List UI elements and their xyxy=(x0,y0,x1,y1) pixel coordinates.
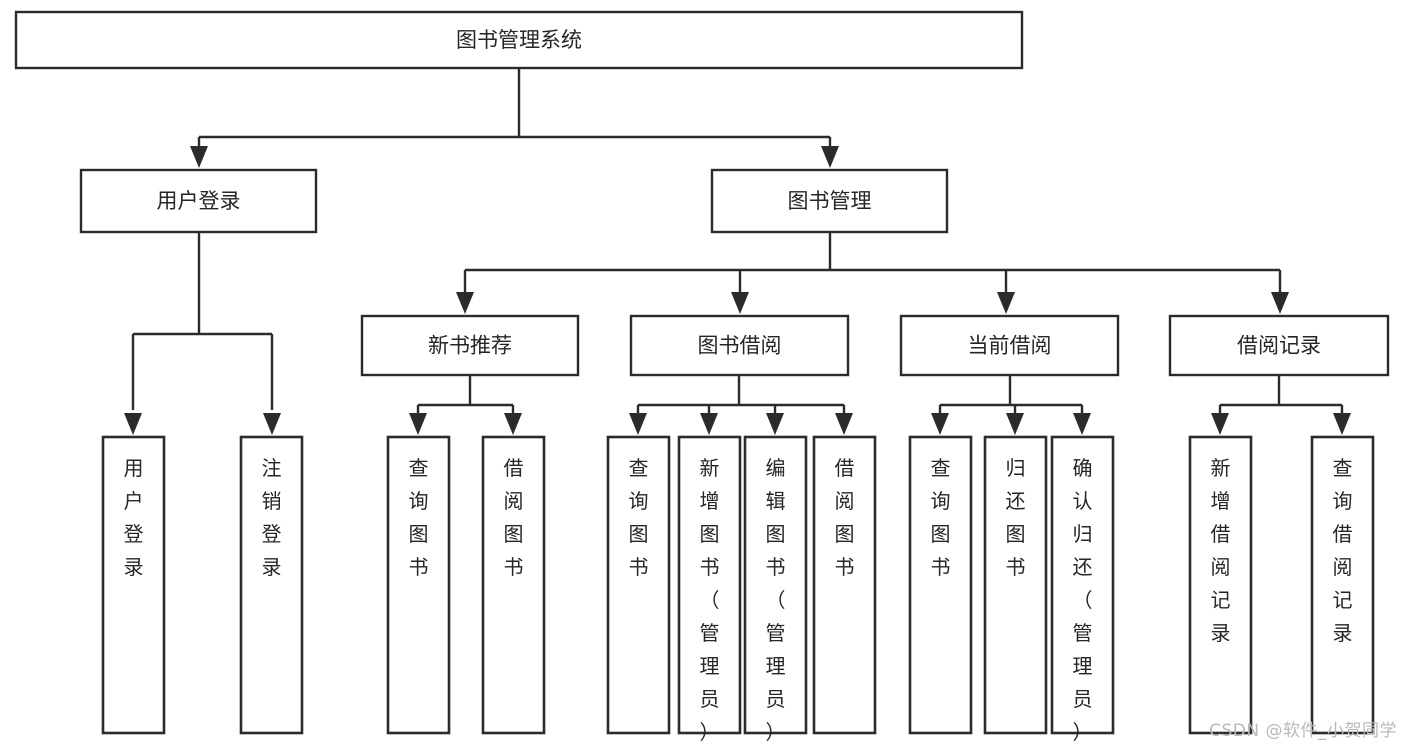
node-leaf-5-新增图书管理员-box[interactable] xyxy=(677,435,742,735)
node-root-图书管理系统[interactable]: 图书管理系统 xyxy=(14,10,1024,70)
node-leaf-7-借阅图书[interactable]: 借阅图书 xyxy=(812,435,877,735)
node-l2-图书管理-box[interactable] xyxy=(710,168,949,234)
arrow-to-leaf-9 xyxy=(931,413,949,435)
node-l3-图书借阅[interactable]: 图书借阅 xyxy=(629,314,850,377)
arrow-to-leaf-4 xyxy=(504,413,522,435)
node-leaf-10-确认归还管理员[interactable]: 确认归还（管理员） xyxy=(1050,435,1115,744)
arrow-to-leaf-3 xyxy=(409,413,427,435)
node-leaf-1-注销登录-box[interactable] xyxy=(239,435,304,735)
node-leaf-4-查询图书-box[interactable] xyxy=(606,435,671,735)
node-leaf-11-新增借阅记录[interactable]: 新增借阅记录 xyxy=(1188,435,1253,735)
node-leaf-7-借阅图书-box[interactable] xyxy=(812,435,877,735)
node-leaf-8-查询图书[interactable]: 查询图书 xyxy=(908,435,973,735)
node-leaf-12-查询借阅记录[interactable]: 查询借阅记录 xyxy=(1310,435,1375,735)
node-leaf-5-新增图书管理员-label: 新增图书（管理员） xyxy=(700,456,720,744)
node-l3-当前借阅-label: 当前借阅 xyxy=(968,334,1052,358)
node-root-图书管理系统-box[interactable] xyxy=(14,10,1024,70)
node-l2-用户登录-box[interactable] xyxy=(79,168,318,234)
node-leaf-11-新增借阅记录-box[interactable] xyxy=(1188,435,1253,735)
node-leaf-11-新增借阅记录-label: 新增借阅记录 xyxy=(1211,456,1231,645)
node-l3-新书推荐-label: 新书推荐 xyxy=(428,334,512,358)
arrow-to-leaf-6 xyxy=(700,413,718,435)
node-leaf-4-查询图书-label: 查询图书 xyxy=(629,456,649,579)
node-leaf-3-借阅图书[interactable]: 借阅图书 xyxy=(481,435,546,735)
diagram-nodes: 图书管理系统用户登录图书管理新书推荐图书借阅当前借阅借阅记录用户登录注销登录查询… xyxy=(14,10,1390,744)
node-l2-图书管理[interactable]: 图书管理 xyxy=(710,168,949,234)
node-l3-图书借阅-box[interactable] xyxy=(629,314,850,377)
node-leaf-2-查询图书[interactable]: 查询图书 xyxy=(386,435,451,735)
arrow-to-book-mgmt xyxy=(821,146,839,168)
arrow-to-leaf-1 xyxy=(124,413,142,435)
node-leaf-9-归还图书[interactable]: 归还图书 xyxy=(983,435,1048,735)
node-leaf-5-新增图书管理员[interactable]: 新增图书（管理员） xyxy=(677,435,742,744)
arrow-to-leaf-10 xyxy=(1006,413,1024,435)
arrow-to-borrow xyxy=(731,292,749,314)
node-leaf-3-借阅图书-label: 借阅图书 xyxy=(504,456,524,579)
node-leaf-10-确认归还管理员-label: 确认归还（管理员） xyxy=(1073,456,1093,744)
node-l2-用户登录[interactable]: 用户登录 xyxy=(79,168,318,234)
node-l3-新书推荐[interactable]: 新书推荐 xyxy=(360,314,580,377)
node-l2-用户登录-label: 用户登录 xyxy=(157,189,241,213)
node-leaf-0-用户登录[interactable]: 用户登录 xyxy=(101,435,166,735)
arrow-to-current xyxy=(997,292,1015,314)
node-leaf-9-归还图书-box[interactable] xyxy=(983,435,1048,735)
arrow-heads xyxy=(124,146,1351,435)
node-leaf-7-借阅图书-label: 借阅图书 xyxy=(835,456,855,579)
node-leaf-6-编辑图书管理员[interactable]: 编辑图书（管理员） xyxy=(743,435,808,744)
node-leaf-2-查询图书-box[interactable] xyxy=(386,435,451,735)
node-l3-新书推荐-box[interactable] xyxy=(360,314,580,377)
arrow-to-leaf-12 xyxy=(1211,413,1229,435)
node-leaf-4-查询图书[interactable]: 查询图书 xyxy=(606,435,671,735)
node-leaf-12-查询借阅记录-label: 查询借阅记录 xyxy=(1333,456,1353,645)
node-leaf-10-确认归还管理员-box[interactable] xyxy=(1050,435,1115,735)
node-leaf-1-注销登录[interactable]: 注销登录 xyxy=(239,435,304,735)
arrow-to-user-login xyxy=(190,146,208,168)
arrow-to-leaf-13 xyxy=(1333,413,1351,435)
node-leaf-6-编辑图书管理员-label: 编辑图书（管理员） xyxy=(766,456,786,744)
node-l3-当前借阅[interactable]: 当前借阅 xyxy=(899,314,1120,377)
node-leaf-8-查询图书-box[interactable] xyxy=(908,435,973,735)
node-leaf-0-用户登录-label: 用户登录 xyxy=(124,456,144,579)
arrow-to-leaf-7 xyxy=(766,413,784,435)
arrow-to-leaf-8 xyxy=(835,413,853,435)
node-l3-借阅记录-label: 借阅记录 xyxy=(1237,334,1321,358)
arrow-to-leaf-5 xyxy=(629,413,647,435)
node-leaf-8-查询图书-label: 查询图书 xyxy=(931,456,951,579)
node-root-图书管理系统-label: 图书管理系统 xyxy=(456,28,582,52)
node-leaf-0-用户登录-box[interactable] xyxy=(101,435,166,735)
node-leaf-2-查询图书-label: 查询图书 xyxy=(409,456,429,579)
node-leaf-6-编辑图书管理员-box[interactable] xyxy=(743,435,808,735)
node-leaf-9-归还图书-label: 归还图书 xyxy=(1006,456,1026,579)
node-leaf-12-查询借阅记录-box[interactable] xyxy=(1310,435,1375,735)
node-l3-借阅记录-box[interactable] xyxy=(1168,314,1390,377)
arrow-to-new-books xyxy=(456,292,474,314)
node-leaf-1-注销登录-label: 注销登录 xyxy=(262,456,282,579)
node-l3-借阅记录[interactable]: 借阅记录 xyxy=(1168,314,1390,377)
node-l3-图书借阅-label: 图书借阅 xyxy=(698,334,782,358)
node-leaf-3-借阅图书-box[interactable] xyxy=(481,435,546,735)
node-l2-图书管理-label: 图书管理 xyxy=(788,189,872,213)
node-l3-当前借阅-box[interactable] xyxy=(899,314,1120,377)
arrow-to-records xyxy=(1271,292,1289,314)
arrow-to-leaf-11 xyxy=(1073,413,1091,435)
arrow-to-leaf-2 xyxy=(263,413,281,435)
